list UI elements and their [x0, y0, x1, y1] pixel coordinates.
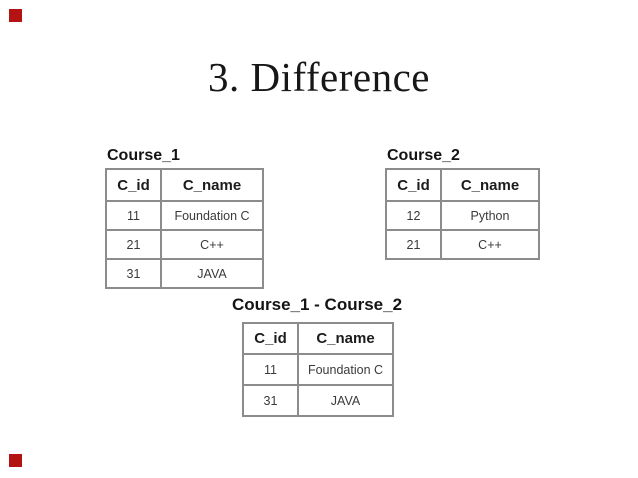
table-cell: JAVA [297, 384, 394, 417]
table-cell: 31 [242, 384, 299, 417]
column-header: C_name [440, 168, 540, 202]
red-square-decoration-top-left [9, 9, 22, 22]
column-header: C_id [385, 168, 442, 202]
table-cell: C++ [440, 229, 540, 260]
column-header: C_id [105, 168, 162, 202]
course2-table-label: Course_2 [387, 147, 460, 164]
column-header: C_name [160, 168, 264, 202]
table-cell: 21 [105, 229, 162, 260]
column-header: C_id [242, 322, 299, 355]
table-cell: 11 [105, 200, 162, 231]
table-cell: Foundation C [297, 353, 394, 386]
table-cell: 21 [385, 229, 442, 260]
red-square-decoration-bottom-left [9, 454, 22, 467]
difference-table-label: Course_1 - Course_2 [231, 295, 403, 314]
table-cell: 31 [105, 258, 162, 289]
table-cell: C++ [160, 229, 264, 260]
column-header: C_name [297, 322, 394, 355]
slide-title: 3. Difference [207, 54, 430, 100]
table-cell: Foundation C [160, 200, 264, 231]
course1-table-label: Course_1 [107, 147, 180, 164]
table-cell: 11 [242, 353, 299, 386]
table-cell: JAVA [160, 258, 264, 289]
table-cell: Python [440, 200, 540, 231]
table-cell: 12 [385, 200, 442, 231]
